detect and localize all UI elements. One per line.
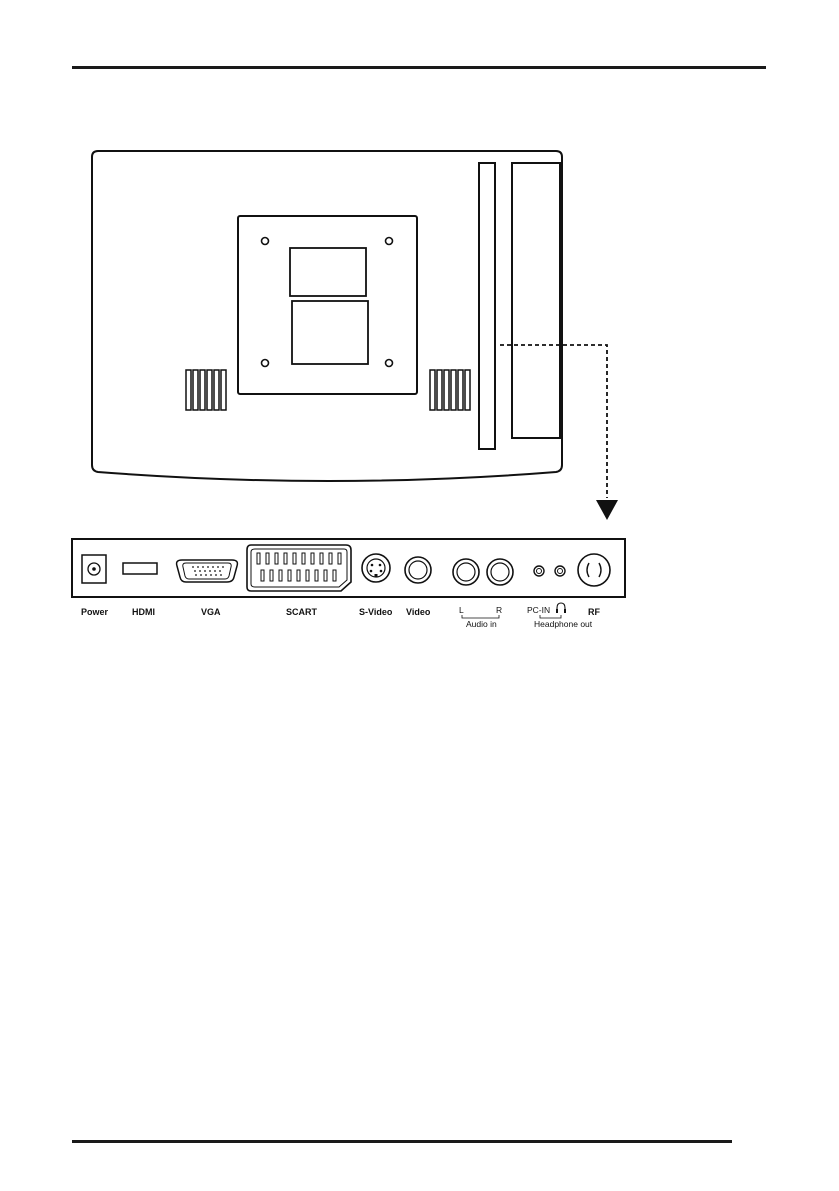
- pc-in-jack: [533, 565, 545, 577]
- power-jack: [81, 554, 107, 584]
- connector-panel: [71, 538, 626, 598]
- screw-hole: [260, 236, 270, 246]
- callout-leader-line: [500, 344, 608, 498]
- scart-port: [246, 544, 352, 592]
- side-connector-slot: [478, 162, 496, 450]
- rf-port: [577, 553, 611, 587]
- header-rule: [72, 66, 766, 69]
- screw-hole: [260, 358, 270, 368]
- headphone-out-label: Headphone out: [534, 619, 593, 629]
- power-label: Power: [81, 607, 109, 617]
- audio-l-port: [452, 558, 480, 586]
- screw-hole: [384, 236, 394, 246]
- left-vent-grille: [185, 369, 227, 411]
- rf-label: RF: [588, 607, 600, 617]
- pc-in-label: PC-IN: [527, 605, 550, 615]
- headphone-jack: [554, 565, 566, 577]
- video-label: Video: [406, 607, 431, 617]
- hdmi-port: [122, 562, 158, 575]
- screw-hole: [384, 358, 394, 368]
- vga-label: VGA: [201, 607, 221, 617]
- audio-r-port: [486, 558, 514, 586]
- audio-in-bracket: [461, 615, 500, 619]
- audio-in-label: Audio in: [466, 619, 497, 629]
- s-video-label: S-Video: [359, 607, 393, 617]
- tv-back-housing: [91, 150, 563, 482]
- hdmi-label: HDMI: [132, 607, 155, 617]
- right-vent-grille: [429, 369, 471, 411]
- footer-rule: [72, 1140, 732, 1143]
- s-video-port: [361, 553, 391, 583]
- audio-l-label: L: [459, 605, 464, 615]
- vga-port: [175, 559, 239, 583]
- side-panel-bulge: [511, 162, 561, 439]
- headphone-icon: [556, 602, 566, 613]
- scart-label: SCART: [286, 607, 318, 617]
- audio-r-label: R: [496, 605, 502, 615]
- vesa-mount-plate: [237, 215, 418, 395]
- video-port: [404, 556, 432, 584]
- headphone-bracket: [539, 615, 562, 619]
- callout-arrow-head: [596, 500, 618, 520]
